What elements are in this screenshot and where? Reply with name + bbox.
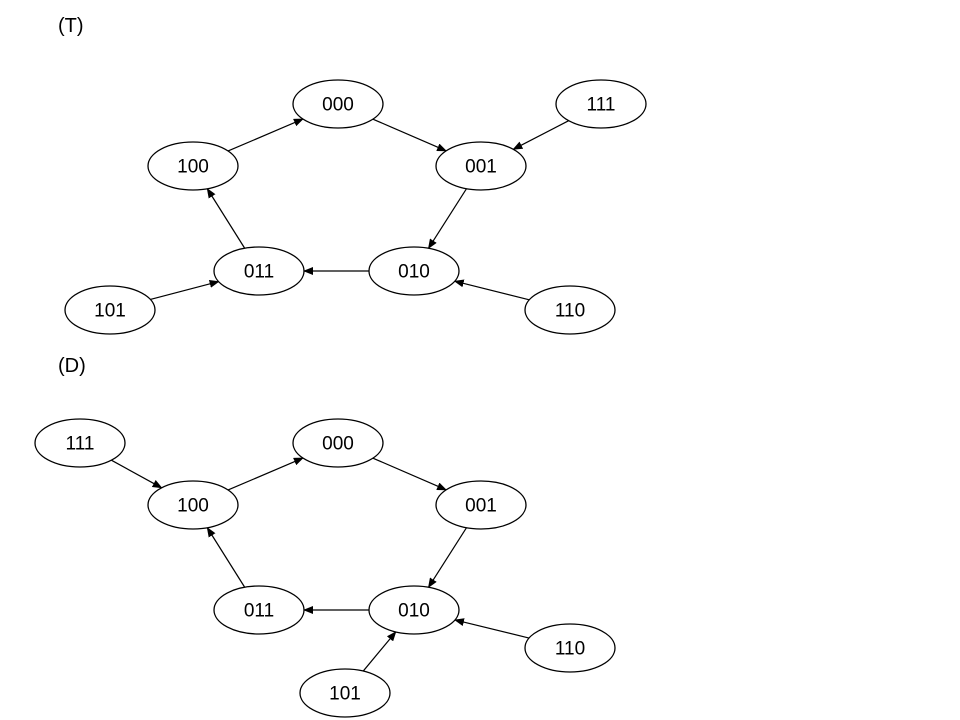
node-ellipse bbox=[368, 585, 460, 635]
edge-d-111-to-100 bbox=[111, 459, 163, 489]
edge-d-110-to-010 bbox=[453, 618, 530, 639]
edge-t-101-to-011 bbox=[150, 279, 220, 301]
node-ellipse bbox=[147, 141, 239, 191]
node-t-010: 010 bbox=[368, 246, 460, 296]
diagram-d-nodes: 111 000 100 001 011 010 110 101 bbox=[34, 418, 616, 718]
node-label: 101 bbox=[329, 684, 361, 705]
node-ellipse bbox=[435, 480, 527, 530]
node-label: 001 bbox=[465, 157, 497, 178]
node-ellipse bbox=[213, 246, 305, 296]
node-ellipse bbox=[34, 418, 126, 468]
edge-d-011-to-100 bbox=[206, 526, 246, 588]
node-label: 110 bbox=[555, 301, 585, 322]
node-d-011: 011 bbox=[213, 585, 305, 635]
node-label: 010 bbox=[398, 601, 430, 622]
node-ellipse bbox=[299, 668, 391, 718]
edge-d-101-to-010 bbox=[362, 631, 397, 672]
node-label: 000 bbox=[322, 95, 354, 116]
node-label: 001 bbox=[465, 496, 497, 517]
node-d-111: 111 bbox=[34, 418, 126, 468]
edge-t-110-to-010 bbox=[453, 279, 530, 301]
diagram-t: (T) 000 111 100 001 011 010 101 110 bbox=[58, 15, 647, 335]
node-t-011: 011 bbox=[213, 246, 305, 296]
edge-t-000-to-001 bbox=[372, 118, 447, 152]
edge-t-001-to-010 bbox=[427, 188, 468, 250]
node-label: 100 bbox=[177, 496, 209, 517]
node-ellipse bbox=[368, 246, 460, 296]
edge-d-100-to-000 bbox=[227, 457, 304, 491]
node-d-001: 001 bbox=[435, 480, 527, 530]
edge-t-100-to-000 bbox=[227, 118, 304, 152]
diagram-d: (D) 111 000 100 001 011 010 110 101 bbox=[34, 355, 616, 718]
node-ellipse bbox=[292, 418, 384, 468]
node-d-100: 100 bbox=[147, 480, 239, 530]
diagram-t-nodes: 000 111 100 001 011 010 101 110 bbox=[64, 79, 647, 335]
node-ellipse bbox=[213, 585, 305, 635]
node-t-001: 001 bbox=[435, 141, 527, 191]
node-t-111: 111 bbox=[555, 79, 647, 129]
node-label: 110 bbox=[555, 639, 585, 660]
node-label: 011 bbox=[244, 262, 274, 283]
node-label: 100 bbox=[177, 157, 209, 178]
edge-t-111-to-001 bbox=[512, 120, 569, 150]
node-ellipse bbox=[524, 623, 616, 673]
node-t-110: 110 bbox=[524, 285, 616, 335]
diagram-d-label: (D) bbox=[58, 355, 86, 377]
node-ellipse bbox=[147, 480, 239, 530]
node-d-000: 000 bbox=[292, 418, 384, 468]
node-ellipse bbox=[64, 285, 156, 335]
node-label: 101 bbox=[94, 301, 126, 322]
diagram-t-label: (T) bbox=[58, 15, 84, 37]
node-label: 111 bbox=[587, 95, 616, 116]
node-label: 011 bbox=[244, 601, 274, 622]
node-t-101: 101 bbox=[64, 285, 156, 335]
node-t-000: 000 bbox=[292, 79, 384, 129]
node-d-010: 010 bbox=[368, 585, 460, 635]
node-d-101: 101 bbox=[299, 668, 391, 718]
diagram-t-edges bbox=[150, 118, 569, 301]
node-label: 010 bbox=[398, 262, 430, 283]
node-ellipse bbox=[292, 79, 384, 129]
node-ellipse bbox=[435, 141, 527, 191]
edge-t-011-to-100 bbox=[206, 187, 246, 249]
node-label: 000 bbox=[322, 434, 354, 455]
node-ellipse bbox=[555, 79, 647, 129]
diagram-d-edges bbox=[111, 457, 530, 672]
node-t-100: 100 bbox=[147, 141, 239, 191]
node-d-110: 110 bbox=[524, 623, 616, 673]
edge-d-000-to-001 bbox=[372, 457, 447, 491]
node-label: 111 bbox=[66, 434, 95, 455]
node-ellipse bbox=[524, 285, 616, 335]
edge-d-001-to-010 bbox=[427, 527, 468, 589]
